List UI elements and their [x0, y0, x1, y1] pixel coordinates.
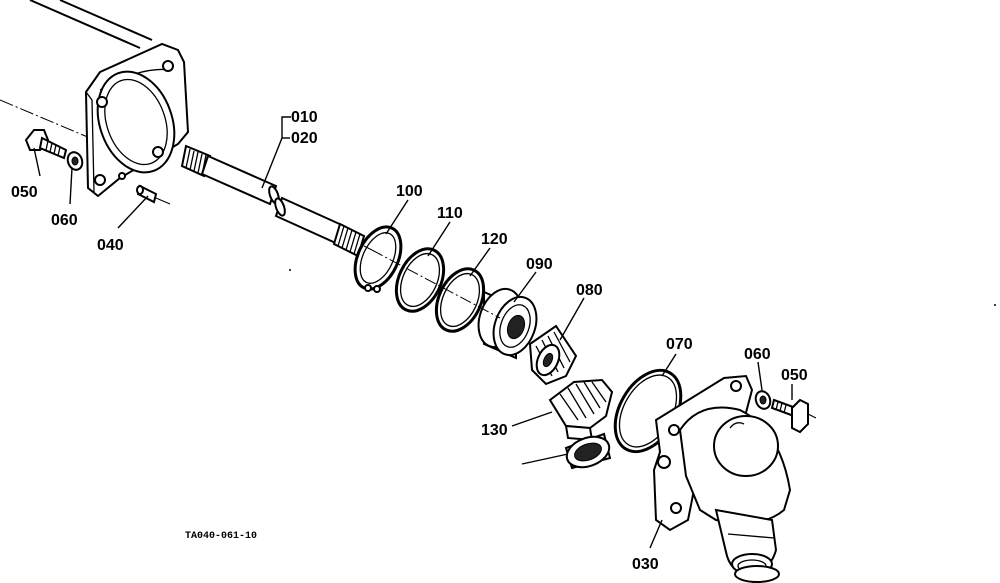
dowel-pin — [136, 184, 171, 205]
bevel-gear-large — [548, 378, 614, 442]
washer-right — [754, 390, 772, 410]
callout-060-right: 060 — [744, 346, 771, 363]
callout-050-left: 050 — [11, 184, 38, 201]
oil-seal — [564, 432, 612, 470]
drawing-reference-code: TA040-061-10 — [185, 531, 257, 542]
shim-ring-110 — [394, 247, 446, 313]
callout-010: 010 — [291, 109, 318, 126]
gear-case — [652, 374, 792, 583]
callout-080: 080 — [576, 282, 603, 299]
bolt-left — [24, 129, 68, 160]
callout-110: 110 — [437, 205, 463, 222]
bolt-right — [770, 398, 817, 434]
callout-100: 100 — [396, 183, 423, 200]
callout-070: 070 — [666, 336, 693, 353]
drive-shaft — [180, 144, 373, 258]
leader-lines — [33, 116, 793, 549]
callout-020: 020 — [291, 130, 318, 147]
callout-labels: 010 020 050 060 040 100 110 120 090 080 … — [11, 109, 808, 573]
flange-plate — [84, 42, 190, 198]
callout-120: 120 — [481, 231, 508, 248]
callout-060-left: 060 — [51, 212, 78, 229]
tube-housing — [0, 0, 153, 139]
callout-050-right: 050 — [781, 367, 808, 384]
callout-090: 090 — [526, 256, 553, 273]
washer-left — [66, 151, 84, 171]
bevel-gear-small — [528, 324, 578, 386]
snap-ring — [353, 225, 403, 293]
callout-130: 130 — [481, 422, 508, 439]
callout-040: 040 — [97, 237, 124, 254]
callout-030: 030 — [632, 556, 659, 573]
